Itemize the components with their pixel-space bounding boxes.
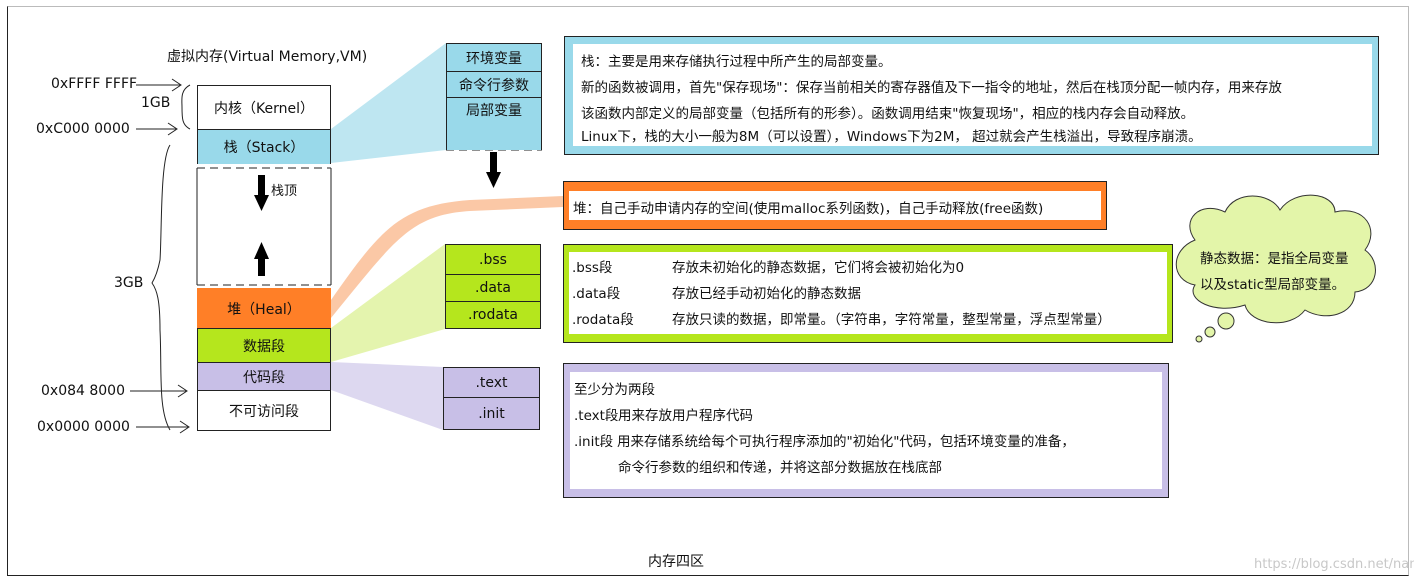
caption: 内存四区 (648, 554, 704, 570)
segment-kernel: 内核（Kernel） (197, 85, 331, 130)
data-connector (331, 244, 445, 362)
watermark: https://blog.csdn.net/nanfeibuyi (1254, 557, 1414, 572)
size-kernel: 1GB (141, 95, 171, 111)
size-user: 3GB (114, 275, 144, 291)
stack-detail-locals: 局部变量 (466, 103, 522, 119)
address-top: 0xFFFF FFFF (51, 76, 138, 92)
stack-note-line: 栈：主要是用来存储执行过程中所产生的局部变量。 (581, 54, 892, 70)
data-detail-rodata: .rodata (468, 307, 518, 323)
code-note-desc: 用来存放用户程序代码 (618, 408, 753, 424)
stack-note-line: 该函数内部定义的局部变量（包括所有的形参）。函数调用结束"恢复现场"，相应的栈内… (581, 106, 1195, 122)
heap-note-text: 堆：自己手动申请内存的空间(使用malloc系列函数)，自己手动释放(free函… (573, 201, 1044, 217)
stack-top-label: 栈顶 (271, 184, 298, 199)
segment-heap: 堆（Heal） (197, 288, 331, 329)
code-note-intro: 至少分为两段 (574, 382, 655, 398)
code-note-desc-cont: 命令行参数的组织和传递，并将这部分数据放在栈底部 (618, 460, 942, 476)
heap-connector (331, 196, 563, 318)
code-detail: .text .init (443, 367, 540, 430)
address-code-base: 0x084 8000 (41, 383, 125, 399)
brace-3gb (151, 144, 171, 431)
address-kernel-base: 0xC000 0000 (36, 121, 130, 137)
data-note-desc: 存放只读的数据，即常量。（字符串，字符常量，整型常量，浮点型常量） (672, 312, 1111, 328)
stack-growth-arrows (254, 152, 501, 276)
cloud-note-line: 静态数据：是指全局变量 (1200, 251, 1349, 267)
data-detail-data: .data (446, 275, 540, 302)
data-note-desc: 存放未初始化的静态数据，它们将会被初始化为0 (672, 260, 965, 276)
data-note: .bss段 存放未初始化的静态数据，它们将会被初始化为0 .data段 存放已经… (563, 244, 1173, 343)
data-note-name: .bss段 (572, 260, 613, 276)
address-zero: 0x0000 0000 (37, 419, 130, 435)
code-note-name: .init段 (574, 434, 614, 450)
stack-detail: 环境变量 命令行参数 局部变量 (446, 43, 542, 150)
code-detail-text: .text (444, 368, 539, 398)
stack-detail-env: 环境变量 (447, 44, 541, 72)
brace-1gb (181, 84, 191, 130)
data-note-desc: 存放已经手动初始化的静态数据 (672, 286, 861, 302)
address-arrows (130, 78, 190, 434)
code-note: 至少分为两段 .text段 用来存放用户程序代码 .init段 用来存储系统给每… (563, 363, 1169, 498)
stack-note-line: Linux下，栈的大小一般为8M（可以设置），Windows下为2M， 超过就会… (581, 129, 1202, 145)
cloud-shape (1175, 194, 1376, 343)
code-note-desc: 用来存储系统给每个可执行程序添加的"初始化"代码，包括环境变量的准备， (617, 434, 1075, 450)
stack-detail-args: 命令行参数 (447, 72, 541, 98)
stack-note: 栈：主要是用来存储执行过程中所产生的局部变量。 新的函数被调用，首先"保存现场"… (564, 36, 1379, 155)
segment-stack: 栈（Stack） (197, 129, 331, 164)
data-note-name: .rodata段 (572, 312, 634, 328)
stack-note-line: 新的函数被调用，首先"保存现场"：保存当前相关的寄存器值及下一指令的地址，然后在… (581, 80, 1282, 96)
data-note-name: .data段 (572, 286, 621, 302)
cloud-note-line: 以及static型局部变量。 (1200, 277, 1346, 293)
segment-data: 数据段 (197, 328, 331, 363)
heap-note: 堆：自己手动申请内存的空间(使用malloc系列函数)，自己手动释放(free函… (563, 181, 1107, 230)
data-detail-bss: .bss (446, 245, 540, 275)
frame (7, 6, 1409, 576)
code-detail-init: .init (478, 405, 505, 422)
diagram-title: 虚拟内存(Virtual Memory,VM) (167, 49, 368, 65)
data-detail: .bss .data .rodata (445, 244, 541, 329)
stack-connector (331, 43, 446, 163)
segment-code: 代码段 (197, 362, 331, 391)
code-note-name: .text段 (574, 408, 619, 424)
code-connector (331, 362, 443, 430)
segment-inaccessible: 不可访问段 (197, 390, 331, 431)
